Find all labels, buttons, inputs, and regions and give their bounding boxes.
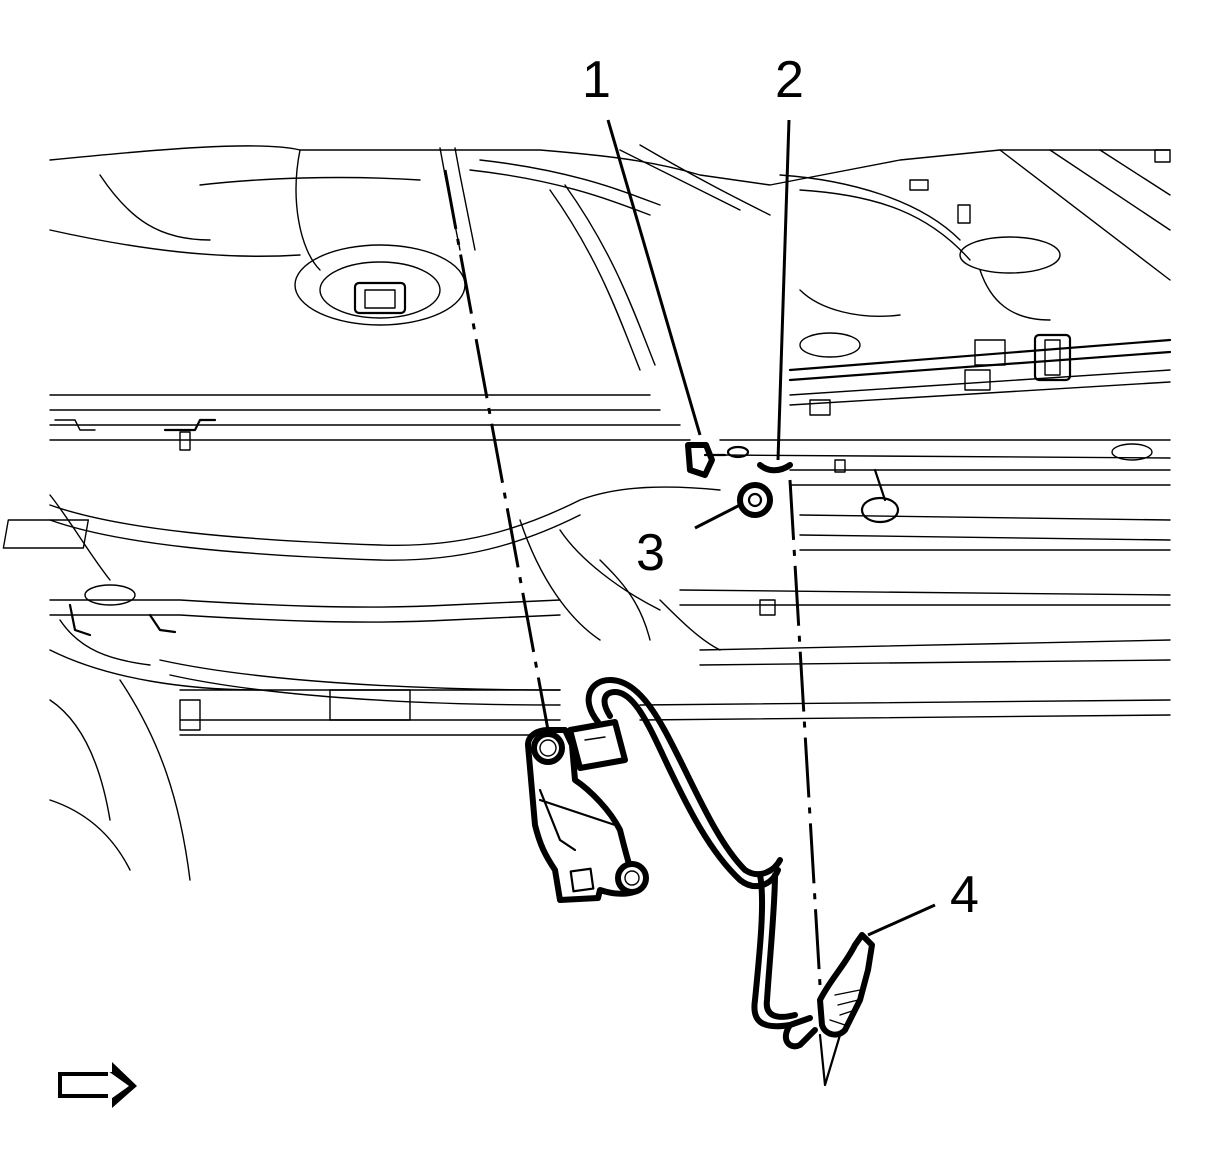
callout-1: 1	[582, 51, 611, 109]
callout-4: 4	[950, 866, 979, 924]
callouts: 1 2 3 4	[582, 51, 979, 924]
fastener-1	[685, 442, 750, 478]
callout-3: 3	[636, 524, 665, 582]
fastener-3-nut	[737, 482, 773, 518]
vehicle-underbody-linework	[2, 144, 1172, 881]
assembly-centerlines	[443, 169, 822, 986]
sensor-module-assembly	[525, 677, 875, 1087]
right-arrow-icon	[58, 1062, 137, 1108]
fastener-2	[757, 462, 793, 474]
callout-2: 2	[775, 51, 804, 109]
leader-lines	[606, 119, 936, 937]
